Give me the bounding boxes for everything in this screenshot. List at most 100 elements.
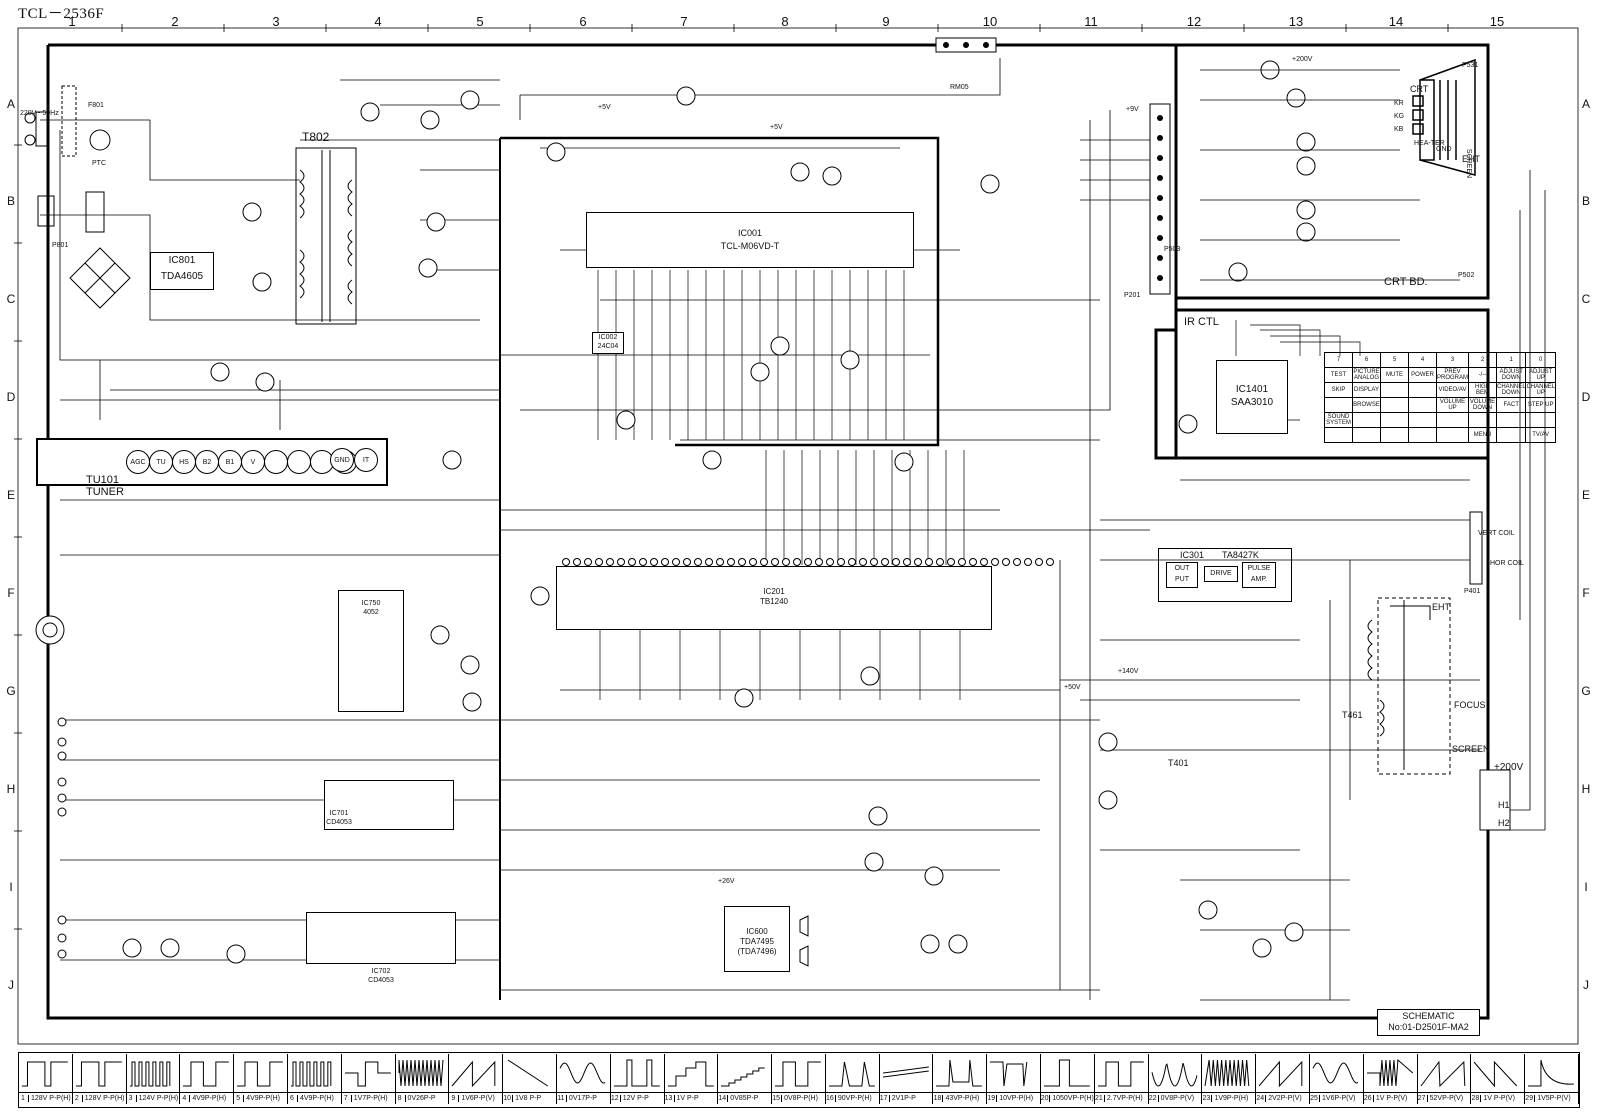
supply-26v-label: +26V [718, 878, 735, 885]
p401-label: P401 [1464, 588, 1481, 595]
ic002-ref: IC002 [598, 334, 618, 341]
waveform-trace [507, 1059, 549, 1087]
waveform-line [451, 1060, 496, 1088]
column-number: 6 [579, 14, 587, 29]
ic001-microcontroller: IC001 TCL-M06VD-T [586, 212, 914, 268]
column-number: 12 [1186, 14, 1202, 29]
ic001-ref: IC001 [737, 228, 763, 238]
waveform-line [559, 1062, 606, 1084]
waveform-line [1204, 1059, 1250, 1087]
waveform-line [183, 1061, 230, 1087]
ir-key: PREV PROGRAM [1436, 367, 1469, 383]
ir-key [1380, 382, 1409, 398]
ir-key [1324, 427, 1353, 443]
schematic-title: TCL－2536F [18, 6, 105, 22]
ir-col-header: 0 [1525, 352, 1556, 368]
waveform-label: 0V17P-P [568, 1095, 597, 1102]
waveform-number: 4 [179, 1095, 191, 1102]
waveform-number: 12 [610, 1095, 621, 1102]
supply-200v-label: +200V [1494, 762, 1524, 773]
waveform-line [75, 1061, 122, 1087]
crt-heater-label: HEA-TER [1414, 140, 1445, 147]
waveform-trace [667, 1061, 714, 1087]
waveform-number: 24 [1255, 1095, 1267, 1102]
tuner-pin: GND [330, 448, 354, 472]
waveform-trace [344, 1061, 391, 1087]
waveform-line [290, 1061, 332, 1087]
ir-key [1408, 427, 1437, 443]
ir-key [1380, 427, 1409, 443]
waveform-line [1258, 1060, 1303, 1088]
waveform-trace [1151, 1062, 1198, 1087]
waveform-number: 21 [1094, 1095, 1105, 1102]
waveform-number: 13 [664, 1095, 675, 1102]
ir-key [1436, 412, 1469, 428]
waveform-number: 19 [986, 1095, 998, 1102]
column-number: 1 [68, 14, 76, 29]
ic600-alt: (TDA7496) [737, 947, 777, 956]
waveform-number: 7 [341, 1095, 352, 1102]
ic801-ref: IC801 [168, 255, 196, 266]
ic701-part: CD4053 [326, 819, 352, 826]
waveform-label: 4V9P-P(H) [192, 1095, 227, 1102]
waveform-trace [1474, 1060, 1518, 1088]
ir-key: TV/AV [1525, 427, 1556, 443]
waveform-line [613, 1059, 660, 1087]
ir-key: ADJUST UP [1525, 367, 1556, 383]
ir-key [1408, 412, 1437, 428]
waveform-label: 1V7P-P(H) [353, 1095, 388, 1102]
waveform-label: 1V6P-P(V) [461, 1095, 495, 1102]
waveform-trace [1312, 1062, 1359, 1084]
ir-key [1352, 412, 1381, 428]
ir-key: TEST [1324, 367, 1353, 383]
waveform-label: 1V8 P-P [515, 1095, 542, 1102]
t401-label: T401 [1168, 758, 1189, 768]
ic201-part: TB1240 [759, 597, 789, 606]
waveform-line [344, 1061, 391, 1087]
ir-key [1495, 412, 1527, 428]
waveform-number: 10 [502, 1095, 514, 1102]
supply-5v-label: +5V [770, 124, 783, 131]
ic301-part: TA8427K [1222, 550, 1259, 560]
tuner-sub: TUNER [86, 486, 124, 498]
column-number: 10 [982, 14, 998, 29]
ir-key: SKIP [1324, 382, 1353, 398]
ic600-part: TDA7495 [740, 937, 774, 946]
ir-key-row: SOUND SYSTEM [1324, 412, 1556, 428]
waveform-trace [936, 1059, 983, 1087]
ir-key: VIDEO/AV [1436, 382, 1469, 398]
ir-key [1525, 412, 1556, 428]
column-number: 11 [1084, 14, 1098, 29]
waveform-number: 16 [825, 1095, 836, 1102]
ir-key: BROWSE [1352, 397, 1381, 413]
ir-key [1408, 397, 1437, 413]
heater-h1-label: H1 [1498, 800, 1510, 810]
ir-key-row: MENU TV/AV [1324, 427, 1556, 443]
waveform-number: 27 [1417, 1095, 1428, 1102]
waveform-trace [559, 1062, 606, 1084]
waveform-line [129, 1061, 170, 1087]
ic301-output-block: OUT PUT [1166, 562, 1198, 588]
row-letter: D [1581, 390, 1591, 404]
row-letter: G [6, 684, 16, 698]
